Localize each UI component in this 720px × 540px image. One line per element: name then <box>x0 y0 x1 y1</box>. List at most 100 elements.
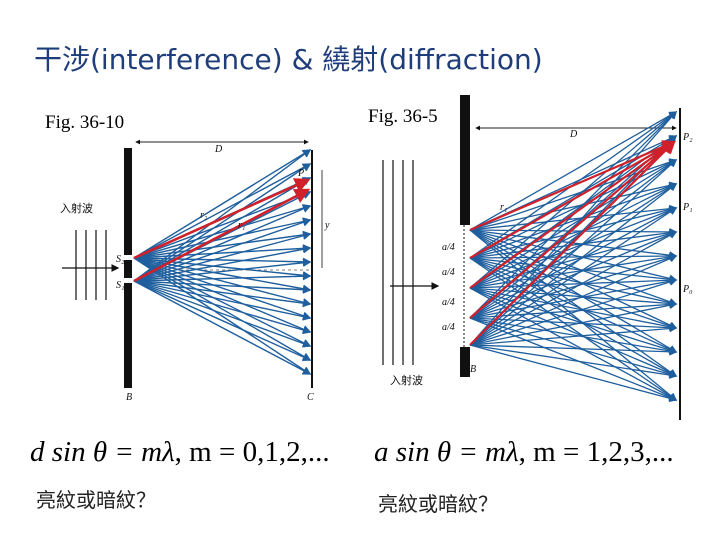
left-ray <box>133 204 312 282</box>
slide-title: 干涉(interference) & 繞射(diffraction) <box>34 43 543 76</box>
right-ray <box>469 183 678 319</box>
right-ray <box>469 230 678 319</box>
right-figure: 入射波 D P₂ P₁ P₀ B r₁ a/4 a/4 a/4 a/4 <box>382 95 693 420</box>
right-ray <box>469 207 678 319</box>
left-rays <box>133 149 312 375</box>
left-label-B: B <box>126 392 132 403</box>
right-label-B: B <box>470 364 476 375</box>
right-ray-highlight <box>469 140 676 346</box>
right-ray <box>469 111 678 231</box>
right-ray <box>469 300 678 319</box>
right-ray <box>469 324 678 346</box>
right-ray <box>469 253 678 289</box>
right-ray <box>469 257 678 377</box>
left-ray <box>133 280 312 308</box>
left-ray <box>133 280 312 348</box>
left-fig-label: Fig. 36-10 <box>45 112 125 133</box>
right-ray <box>469 159 678 319</box>
left-ray <box>133 203 312 259</box>
left-ray <box>133 231 312 282</box>
left-ray <box>133 244 312 259</box>
left-wavefronts <box>75 230 107 300</box>
right-label-D: D <box>569 129 578 140</box>
right-ray <box>469 159 678 259</box>
right-label-a4-2: a/4 <box>442 267 455 278</box>
left-equation-lhs: d sin θ = mλ <box>30 436 175 468</box>
right-ray <box>469 204 678 231</box>
left-ray-highlight <box>133 178 311 260</box>
left-ray <box>133 217 312 259</box>
right-ray <box>469 287 678 378</box>
right-ray <box>469 254 678 346</box>
right-ray <box>469 317 678 378</box>
left-label-D: D <box>214 144 223 155</box>
right-ray <box>469 344 678 379</box>
right-ray <box>469 183 678 289</box>
right-ray <box>469 231 678 346</box>
right-label-a4-4: a/4 <box>442 322 455 333</box>
right-ray <box>469 287 678 354</box>
right-ray <box>469 257 678 330</box>
right-ray <box>469 159 677 346</box>
left-ray <box>133 280 312 321</box>
right-ray <box>469 183 678 346</box>
left-ray <box>133 280 312 361</box>
right-ray <box>469 301 678 346</box>
right-ray-highlight <box>469 140 676 319</box>
left-ray <box>133 272 312 282</box>
right-ray <box>469 182 678 259</box>
right-ray <box>469 205 678 259</box>
right-label-a4-3: a/4 <box>442 297 455 308</box>
left-barrier <box>124 148 132 388</box>
left-figure: 入射波 D P S₂ S₁ B C r₂ r₁ y <box>60 139 330 403</box>
left-label-S1: S₁ <box>116 280 124 291</box>
left-question: 亮紋或暗紋？ <box>36 488 156 512</box>
left-label-P: P <box>297 168 304 179</box>
right-ray <box>469 276 678 289</box>
right-ray <box>469 228 678 259</box>
right-ray-highlight <box>469 140 676 259</box>
right-ray <box>469 317 678 355</box>
right-barrier-top <box>460 95 470 225</box>
left-label-S2: S₂ <box>116 254 125 265</box>
right-ray <box>469 287 678 331</box>
right-ray <box>469 344 678 356</box>
right-equation-lhs: a sin θ = mλ <box>374 436 519 468</box>
left-ray <box>133 177 312 282</box>
right-ray <box>469 229 678 377</box>
right-label-a4-1: a/4 <box>442 242 455 253</box>
left-incident-label: 入射波 <box>60 201 93 215</box>
right-ray <box>469 206 678 289</box>
left-ray <box>133 230 312 259</box>
left-ray <box>133 163 312 259</box>
right-question: 亮紋或暗紋？ <box>378 492 498 516</box>
left-ray <box>133 280 312 294</box>
left-ray-highlight <box>133 188 311 283</box>
right-ray <box>469 257 678 307</box>
right-rays <box>469 111 678 403</box>
right-ray <box>469 317 678 332</box>
right-equation: a sin θ = mλ, m = 1,2,3,... <box>374 436 674 469</box>
right-ray-highlight <box>469 140 676 289</box>
left-equation-rhs: , m = 0,1,2,... <box>174 436 330 468</box>
right-ray <box>469 257 678 401</box>
left-label-C: C <box>307 392 314 403</box>
left-ray <box>133 163 312 282</box>
left-equation: d sin θ = mλ, m = 0,1,2,... <box>30 436 330 469</box>
right-ray <box>469 317 678 402</box>
left-label-r2: r₂ <box>200 210 208 221</box>
right-ray <box>469 257 678 353</box>
right-equation-rhs: , m = 1,2,3,... <box>518 436 674 468</box>
left-ray <box>133 218 312 282</box>
right-label-P1: P₁ <box>682 202 693 213</box>
right-ray-highlight <box>469 140 677 232</box>
right-barrier-bottom <box>460 347 470 377</box>
right-ray <box>469 252 678 260</box>
left-ray <box>133 149 312 282</box>
left-ray <box>133 280 312 375</box>
right-ray <box>469 254 678 319</box>
left-ray <box>133 245 312 282</box>
right-incident-label: 入射波 <box>390 373 423 387</box>
left-label-r1: r₁ <box>238 220 245 231</box>
